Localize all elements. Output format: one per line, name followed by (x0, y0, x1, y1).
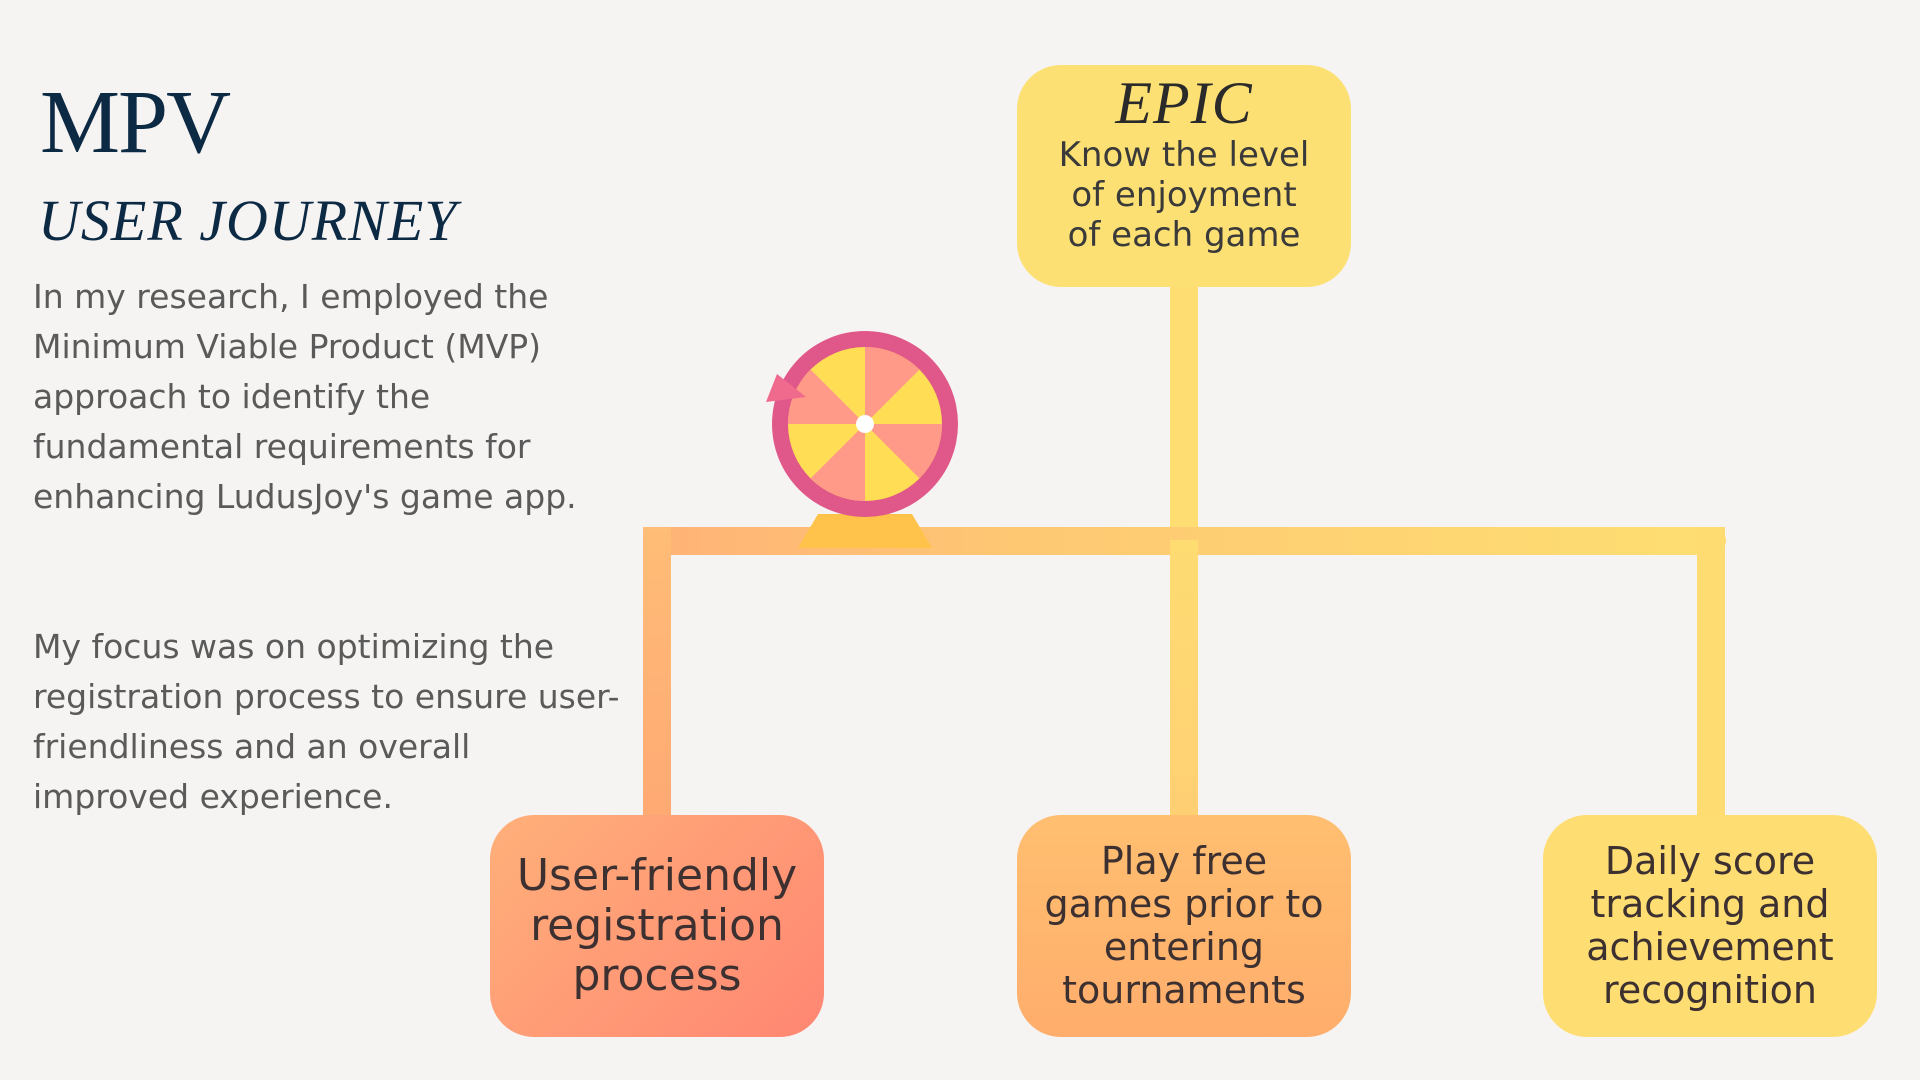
registration-text: User-friendly registration process (516, 850, 798, 1001)
epic-node: EPIC Know the level of enjoyment of each… (1017, 65, 1351, 287)
free-games-text: Play free games prior to entering tourna… (1044, 839, 1324, 1012)
page-title: MPV (40, 73, 231, 172)
epic-text: Know the level of enjoyment of each game (1058, 135, 1310, 255)
daily-score-node: Daily score tracking and achievement rec… (1543, 815, 1877, 1037)
connector-middle (1170, 540, 1198, 825)
focus-paragraph: My focus was on optimizing the registrat… (33, 627, 620, 816)
daily-score-text: Daily score tracking and achievement rec… (1586, 839, 1834, 1012)
registration-node: User-friendly registration process (490, 815, 824, 1037)
free-games-node: Play free games prior to entering tourna… (1017, 815, 1351, 1037)
connector-left (643, 527, 671, 827)
page-subtitle: USER JOURNEY (38, 188, 458, 253)
prize-wheel-icon (766, 331, 958, 548)
connector-trunk (1170, 280, 1198, 550)
epic-label: EPIC (1115, 70, 1253, 136)
intro-paragraph: In my research, I employed the Minimum V… (33, 277, 577, 516)
connector-right (1697, 527, 1725, 827)
